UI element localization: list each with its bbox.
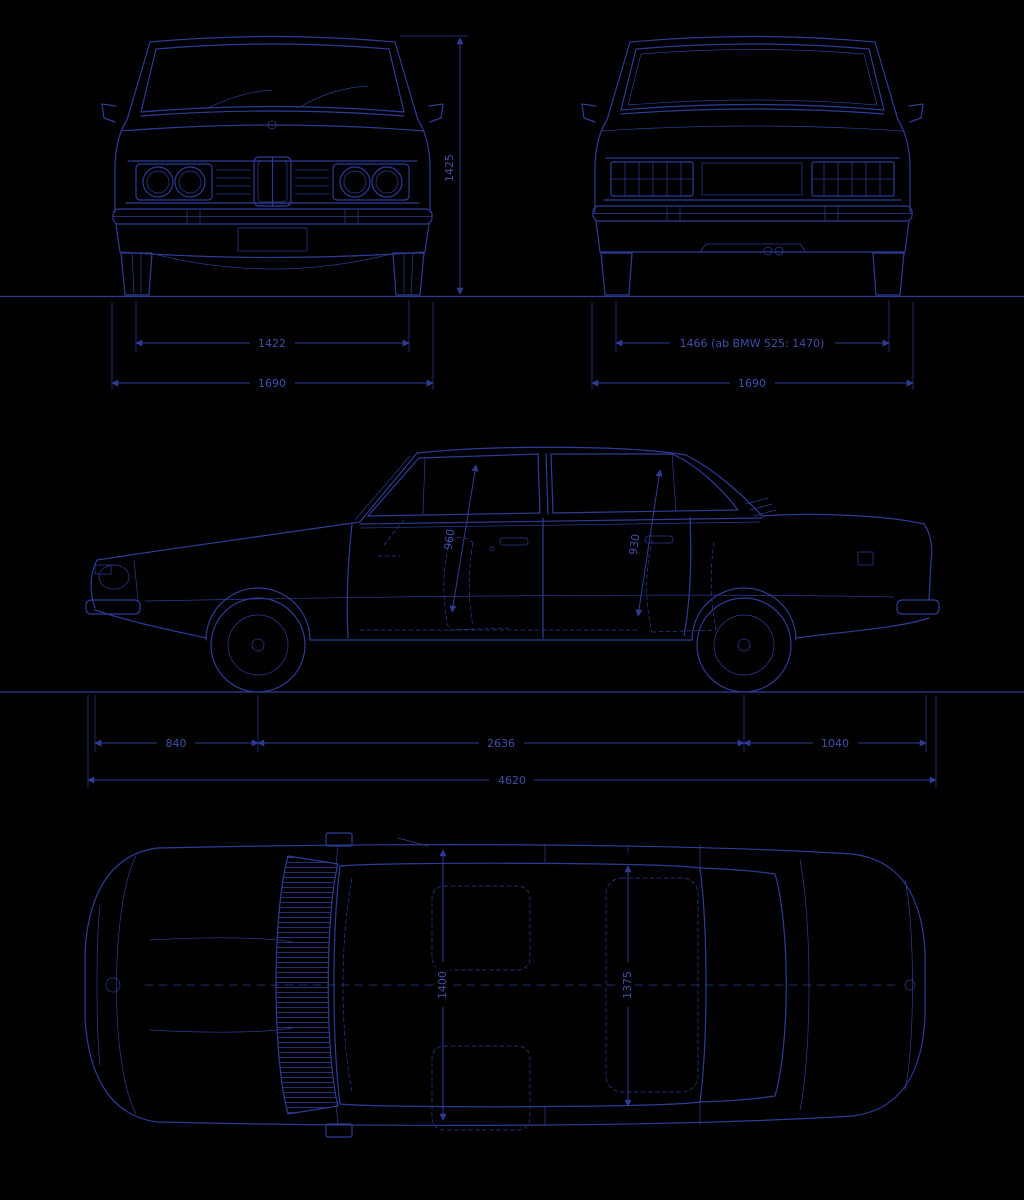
interior-width-front-label: 1400: [436, 971, 449, 999]
label-background: [730, 376, 775, 390]
label-background: [250, 336, 295, 350]
interior-width-rear-label: 1375: [621, 971, 634, 999]
top-view-drawing: [84, 832, 926, 1138]
label-background: [436, 962, 450, 1007]
front-overhang-label: 840: [166, 737, 187, 750]
label-background: [157, 736, 195, 750]
dimension-overall-length: 4620: [87, 695, 937, 788]
rear-view-drawing: [581, 35, 924, 296]
label-background: [621, 962, 635, 1007]
dimension-front-track: 1422: [135, 300, 410, 352]
dimension-interior-width-rear: 1375: [621, 865, 635, 1107]
dimension-rear-overhang: 1040: [743, 695, 927, 752]
label-background: [489, 773, 534, 787]
dimension-front-width: 1690: [111, 302, 434, 390]
front-width-label: 1690: [258, 377, 286, 390]
dimension-interior-width-front: 1400: [436, 849, 450, 1121]
dimension-rear-width: 1690: [591, 302, 914, 390]
dimension-interior-height-rear: 930: [626, 469, 663, 617]
wheelbase-label: 2636: [487, 737, 515, 750]
rear-overhang-label: 1040: [821, 737, 849, 750]
dimension-interior-height-front: 960: [441, 464, 479, 613]
dimension-rear-track: 1466 (ab BMW 525: 1470): [615, 300, 890, 352]
interior-height-front-label: 960: [441, 528, 457, 551]
label-background: [670, 336, 835, 350]
label-background: [479, 736, 524, 750]
rear-width-label: 1690: [738, 377, 766, 390]
front-view-drawing: [101, 35, 444, 296]
label-background: [813, 736, 858, 750]
label-background: [250, 376, 295, 390]
overall-length-label: 4620: [498, 774, 526, 787]
rear-track-label: 1466 (ab BMW 525: 1470): [680, 337, 825, 350]
dimension-front-height: 1425: [400, 35, 468, 295]
interior-height-rear-label: 930: [626, 533, 642, 556]
front-height-label: 1425: [443, 154, 456, 182]
dimension-front-overhang: 840: [94, 695, 259, 752]
dimension-wheelbase: 2636: [257, 695, 745, 752]
front-track-label: 1422: [258, 337, 286, 350]
side-view-drawing: [85, 446, 940, 693]
